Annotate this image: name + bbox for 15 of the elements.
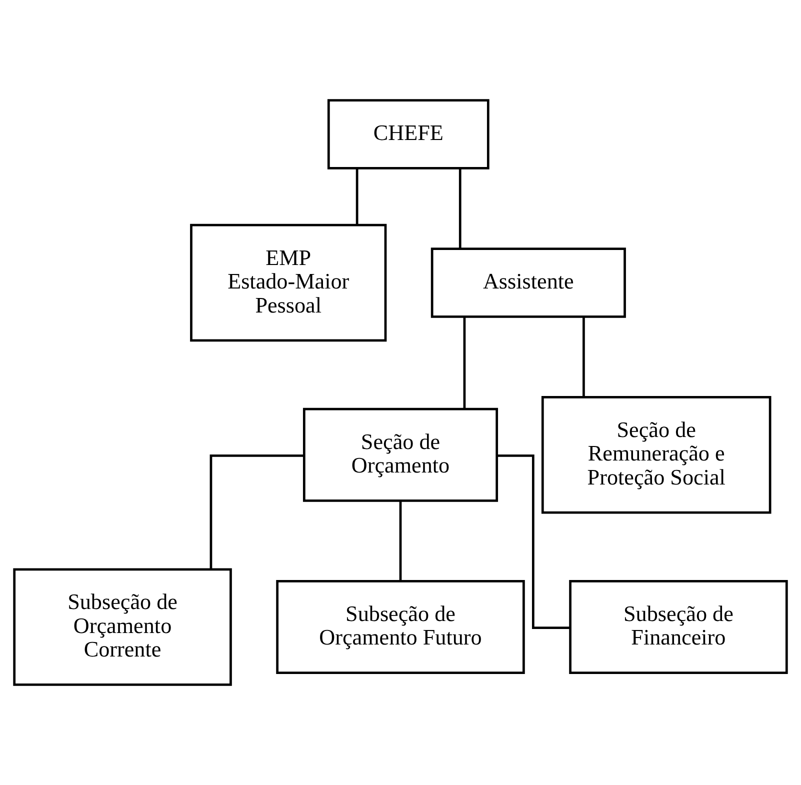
node-box: Seção de Orçamento <box>302 408 498 502</box>
connector <box>463 316 466 409</box>
node-box: Assistente <box>430 248 626 318</box>
connector <box>210 454 304 570</box>
connector <box>582 316 585 398</box>
connector <box>356 168 358 225</box>
node-box: Subseção de Orçamento Futuro <box>276 580 525 674</box>
node-box: Subseção de Financeiro <box>569 580 788 674</box>
node-box: EMP Estado-Maior Pessoal <box>190 224 387 342</box>
node-box: CHEFE <box>327 99 490 170</box>
connector <box>399 501 402 581</box>
node-box: Seção de Remuneração e Proteção Social <box>541 396 772 514</box>
connector <box>496 454 570 629</box>
connector <box>458 168 462 248</box>
node-box: Subseção de Orçamento Corrente <box>13 568 232 686</box>
